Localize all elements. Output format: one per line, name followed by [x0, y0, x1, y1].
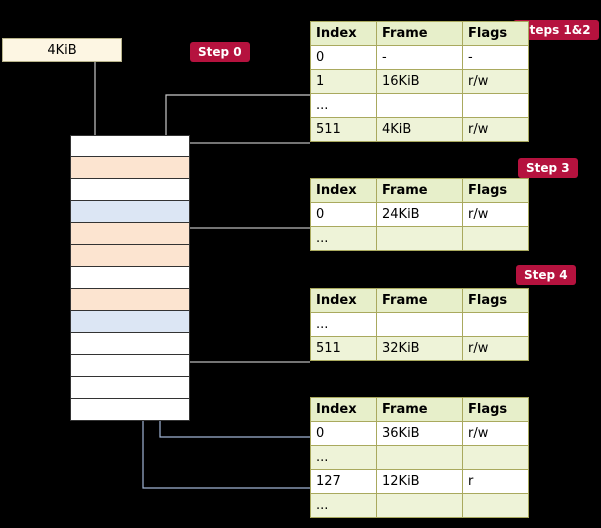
cell-flags — [462, 312, 529, 337]
cell-flags: r/w — [462, 202, 529, 227]
table-header-row: Index Frame Flags — [310, 288, 529, 313]
cell-frame: 36KiB — [376, 421, 463, 446]
column-header-index: Index — [310, 21, 377, 46]
column-header-flags: Flags — [462, 21, 529, 46]
cell-index: 1 — [310, 69, 377, 94]
cell-frame: 24KiB — [376, 202, 463, 227]
table-row: ... — [310, 312, 529, 337]
physical-memory-column — [70, 135, 190, 421]
column-header-frame: Frame — [376, 178, 463, 203]
cell-index: 511 — [310, 117, 377, 142]
cell-index: 0 — [310, 202, 377, 227]
cell-flags — [462, 445, 529, 470]
page-table-4: Index Frame Flags 0 36KiB r/w ... 127 12… — [310, 397, 529, 518]
cell-index: 511 — [310, 336, 377, 361]
virtual-address-label: 4KiB — [47, 42, 77, 58]
page-table-2: Index Frame Flags 0 24KiB r/w ... — [310, 178, 529, 251]
page-table-3: Index Frame Flags ... 511 32KiB r/w — [310, 288, 529, 361]
memory-row — [70, 135, 190, 421]
cell-frame: 32KiB — [376, 336, 463, 361]
table-header-row: Index Frame Flags — [310, 397, 529, 422]
column-header-frame: Frame — [376, 288, 463, 313]
step-badge-step0-label: Step 0 — [198, 45, 242, 59]
cell-frame — [376, 312, 463, 337]
table-row: 511 32KiB r/w — [310, 336, 529, 361]
cell-flags — [462, 493, 529, 518]
column-header-index: Index — [310, 178, 377, 203]
table-row: ... — [310, 493, 529, 518]
step-badge-step4-label: Step 4 — [524, 268, 568, 282]
step-badge-step4: Step 4 — [516, 265, 576, 285]
cell-frame: 16KiB — [376, 69, 463, 94]
cell-frame — [376, 226, 463, 251]
cell-flags: r/w — [462, 336, 529, 361]
table-row: 511 4KiB r/w — [310, 117, 529, 142]
column-header-flags: Flags — [462, 178, 529, 203]
table-row: 0 36KiB r/w — [310, 421, 529, 446]
column-header-index: Index — [310, 288, 377, 313]
cell-index: 0 — [310, 45, 377, 70]
cell-frame — [376, 493, 463, 518]
cell-flags: - — [462, 45, 529, 70]
cell-index: ... — [310, 445, 377, 470]
cell-frame: 12KiB — [376, 469, 463, 494]
page-table-1: Index Frame Flags 0 - - 1 16KiB r/w ... … — [310, 21, 529, 142]
step-badge-steps12: Steps 1&2 — [513, 20, 599, 40]
cell-index: 127 — [310, 469, 377, 494]
column-header-frame: Frame — [376, 21, 463, 46]
cell-flags: r/w — [462, 69, 529, 94]
cell-frame — [376, 445, 463, 470]
step-badge-step3: Step 3 — [518, 158, 578, 178]
step-badge-step0: Step 0 — [190, 42, 250, 62]
cell-frame: - — [376, 45, 463, 70]
cell-index: ... — [310, 493, 377, 518]
cell-flags — [462, 226, 529, 251]
cell-flags — [462, 93, 529, 118]
column-header-frame: Frame — [376, 397, 463, 422]
virtual-address-box: 4KiB — [2, 38, 122, 62]
cell-flags: r — [462, 469, 529, 494]
cell-index: 0 — [310, 421, 377, 446]
table-row: 0 24KiB r/w — [310, 202, 529, 227]
cell-frame — [376, 93, 463, 118]
table-row: 127 12KiB r — [310, 469, 529, 494]
cell-frame: 4KiB — [376, 117, 463, 142]
cell-flags: r/w — [462, 117, 529, 142]
table-row: ... — [310, 445, 529, 470]
table-row: 1 16KiB r/w — [310, 69, 529, 94]
step-badge-step3-label: Step 3 — [526, 161, 570, 175]
cell-index: ... — [310, 93, 377, 118]
cell-flags: r/w — [462, 421, 529, 446]
column-header-flags: Flags — [462, 397, 529, 422]
table-header-row: Index Frame Flags — [310, 178, 529, 203]
table-row: 0 - - — [310, 45, 529, 70]
table-row: ... — [310, 226, 529, 251]
column-header-flags: Flags — [462, 288, 529, 313]
cell-index: ... — [310, 226, 377, 251]
column-header-index: Index — [310, 397, 377, 422]
table-header-row: Index Frame Flags — [310, 21, 529, 46]
cell-index: ... — [310, 312, 377, 337]
table-row: ... — [310, 93, 529, 118]
step-badge-steps12-label: Steps 1&2 — [521, 23, 591, 37]
